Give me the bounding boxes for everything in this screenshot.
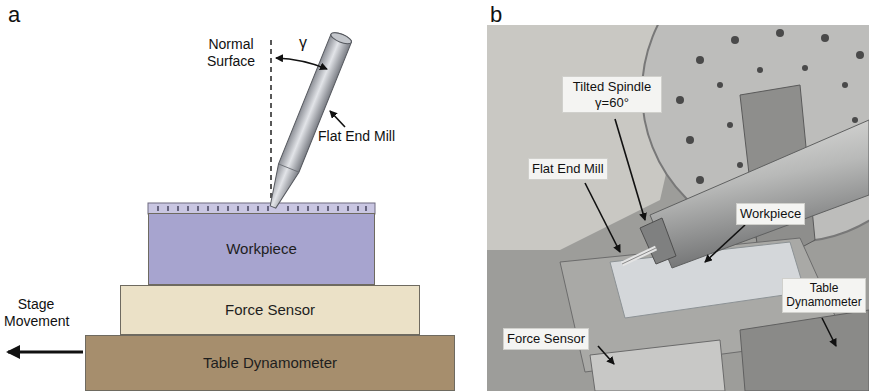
part-label: Flat End Mill (318, 128, 395, 145)
box-label: Table Dynamometer (197, 352, 343, 374)
part-label: Workpiece (736, 203, 805, 225)
part-label: Table Dynamometer (782, 278, 866, 313)
box-label: Workpiece (220, 238, 303, 260)
panel-letter: b (490, 2, 502, 28)
axis-label: Normal Surface (200, 36, 262, 70)
panel-letter: a (8, 2, 20, 28)
force-sensor-block: Force Sensor (120, 285, 420, 335)
part-label: Flat End Mill (528, 158, 608, 180)
workpiece-block: Workpiece (148, 213, 375, 285)
part-label: Tilted Spindle γ=60° (562, 76, 662, 113)
dynamometer-block: Table Dynamometer (85, 335, 455, 391)
box-label: Force Sensor (219, 299, 321, 321)
motion-label: Stage Movement (4, 296, 68, 330)
part-label: Force Sensor (503, 328, 589, 350)
angle-symbol: γ (299, 33, 307, 52)
